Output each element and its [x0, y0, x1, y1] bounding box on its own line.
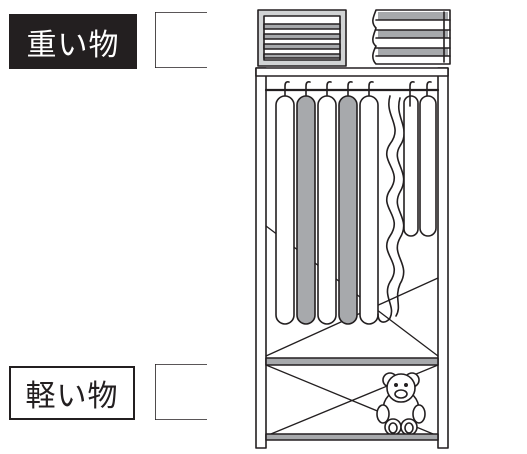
heavy-items-answer-box[interactable] [154, 11, 207, 69]
heavy-items-label: 重い物 [9, 14, 137, 69]
wardrobe-rack-illustration [250, 6, 460, 449]
hanging-clothes-icon [275, 81, 437, 325]
storage-box-icon [257, 9, 347, 67]
heavy-items-text: 重い物 [26, 27, 120, 63]
light-items-answer-box[interactable] [154, 363, 207, 421]
light-items-label: 軽い物 [9, 366, 135, 420]
folded-clothes-stack-icon [372, 9, 451, 65]
light-items-text: 軽い物 [25, 379, 119, 414]
teddy-bear-icon [376, 372, 426, 436]
